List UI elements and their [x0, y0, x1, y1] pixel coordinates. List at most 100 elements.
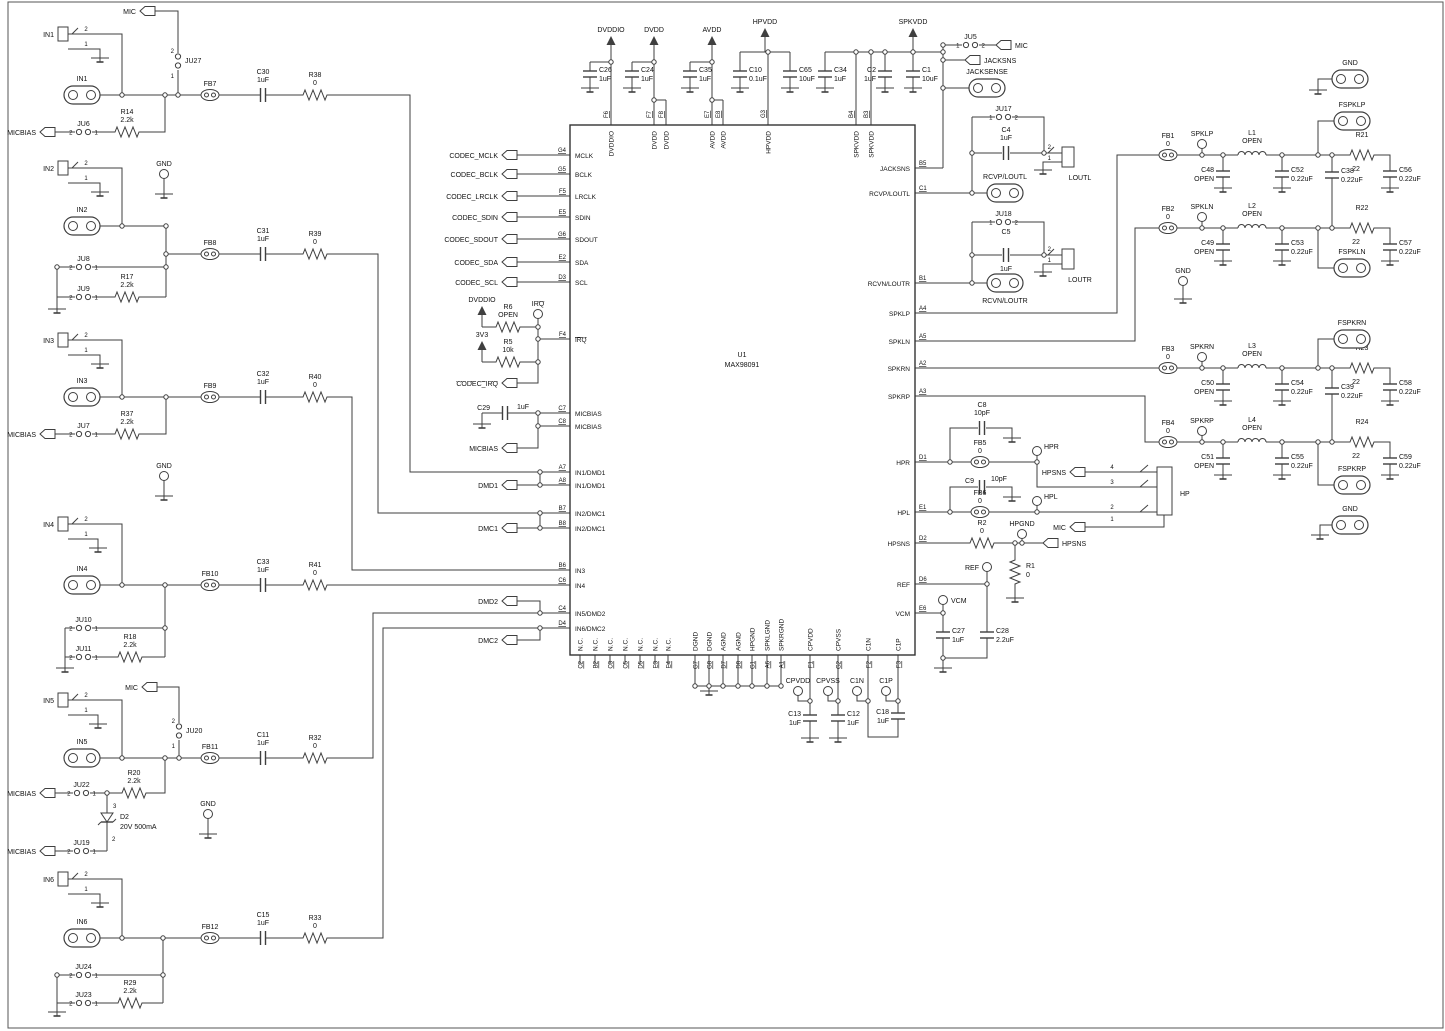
value: 0.22uF — [1291, 389, 1313, 396]
power-rail-HPVDD: HPVDD — [753, 19, 778, 37]
pin-designator: D1 — [919, 455, 927, 461]
pin-name: HPSNS — [888, 541, 911, 548]
junction-dot — [969, 150, 975, 156]
ref: JU11 — [76, 646, 92, 653]
pad-GND: GND — [1331, 506, 1369, 535]
pin-number: 1 — [989, 221, 993, 227]
ground-symbol — [1034, 169, 1052, 175]
power-label: AVDD — [703, 27, 722, 34]
pin-designator: F7 — [647, 110, 653, 118]
pad-FSPKRN: FSPKRN — [1333, 320, 1371, 349]
ref: C51 — [1201, 454, 1214, 461]
junction-dot — [1220, 152, 1226, 158]
ground-symbol — [904, 87, 922, 93]
flag-label: CODEC_SDA — [454, 260, 498, 267]
pin-designator: E4 — [667, 660, 673, 668]
power-rail-SPKVDD: SPKVDD — [899, 19, 927, 37]
ref: FB10 — [202, 571, 219, 578]
ground-symbol — [1311, 534, 1329, 540]
ref: C1 — [922, 67, 931, 74]
test-point-label: CPVSS — [816, 678, 840, 685]
pad-IN3: IN3 — [63, 378, 101, 407]
flag-label: HPSNS — [1062, 541, 1086, 548]
value: OPEN — [1194, 176, 1214, 183]
flag-CODEC_SCL: CODEC_SCL — [455, 277, 518, 287]
pad-label: RCVN/LOUTR — [982, 298, 1028, 305]
flag-CODEC_LRCLK: CODEC_LRCLK — [446, 191, 518, 201]
ref: JU24 — [75, 964, 91, 971]
ferrite-bead-FB7: FB7 — [200, 81, 220, 101]
pad-label: IN3 — [77, 378, 88, 385]
junction-dot — [940, 85, 946, 91]
value: 22 — [1352, 379, 1360, 386]
test-point-label: SPKLN — [1191, 204, 1214, 211]
value: 0.22uF — [1399, 463, 1421, 470]
pad-label: IN6 — [77, 919, 88, 926]
ref: JU17 — [995, 106, 1011, 113]
junction-dot — [765, 49, 771, 55]
value: 10uF — [799, 76, 815, 83]
ref: C38 — [1341, 168, 1354, 175]
test-point-label: REF — [965, 565, 979, 572]
junction-dot — [1329, 225, 1335, 231]
ic-part: MAX98091 — [725, 362, 760, 369]
junction-dot — [1315, 365, 1321, 371]
pin-designator: D7 — [722, 660, 728, 668]
pad-JACKSENSE: JACKSENSE — [966, 69, 1008, 98]
ref: C59 — [1399, 454, 1412, 461]
test-point-label: SPKRP — [1190, 418, 1214, 425]
ground-symbol — [1003, 437, 1021, 443]
junction-dot — [160, 972, 166, 978]
ground-symbol — [199, 833, 217, 839]
value: 1uF — [257, 236, 269, 243]
junction-dot — [706, 683, 712, 689]
jack-label: LOUTL — [1069, 175, 1092, 182]
junction-dot — [947, 459, 953, 465]
ref: R18 — [124, 634, 137, 641]
jack-label: IN6 — [43, 877, 54, 884]
junction-dot — [947, 509, 953, 515]
capacitor-C59: C59 0.22uF — [1383, 454, 1421, 470]
junction-dot — [940, 57, 946, 63]
junction-dot — [1041, 252, 1047, 258]
pin-designator: D5 — [639, 660, 645, 668]
pin-designator: D6 — [919, 577, 927, 583]
power-label: HPVDD — [753, 19, 778, 26]
value: 10pF — [991, 476, 1007, 483]
pin-number: 2 — [69, 433, 73, 439]
power-label: DVDDIO — [468, 297, 496, 304]
pin-designator: A2 — [919, 361, 927, 367]
pin-designator: G1 — [751, 660, 757, 669]
pin-name: DVDD — [652, 131, 659, 150]
pin-name: IN3 — [575, 568, 586, 575]
pin-name: IN6/DMC2 — [575, 626, 606, 633]
junction-dot — [1315, 152, 1321, 158]
ref: C32 — [257, 371, 270, 378]
resistor-R2: R20 — [967, 520, 997, 550]
junction-dot — [176, 755, 182, 761]
flag-label: MICBIAS — [7, 130, 36, 137]
junction-dot — [1199, 152, 1205, 158]
pin-name: HPVDD — [766, 131, 773, 154]
pin-name: DVDD — [664, 131, 671, 150]
value: 1uF — [257, 77, 269, 84]
ref: FB5 — [974, 440, 987, 447]
ground-symbol — [681, 87, 699, 93]
pin-designator: C4 — [558, 606, 566, 612]
junction-dot — [1220, 365, 1226, 371]
pin-designator: B5 — [919, 161, 927, 167]
